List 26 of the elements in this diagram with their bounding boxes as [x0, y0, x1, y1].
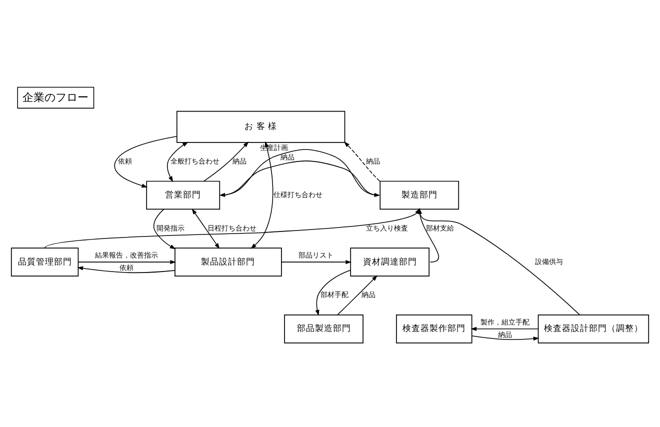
node-box: 検査器製作部門 [396, 314, 472, 344]
node-box: 部品製造部門 [284, 314, 364, 344]
node-box: 営業部門 [146, 180, 220, 210]
arrow [167, 142, 188, 182]
node-box: 製品設計部門 [174, 248, 282, 276]
diagram-title: 企業のフロー [22, 90, 88, 104]
arrow [77, 266, 176, 274]
arrow [153, 208, 176, 250]
arrow [337, 275, 378, 316]
arrow [114, 136, 178, 188]
arrow [418, 208, 580, 316]
arrow [344, 142, 380, 182]
arrow [418, 208, 439, 262]
node-box: 品質管理部門 [10, 248, 79, 276]
arrow [472, 336, 540, 341]
arrow [315, 270, 351, 316]
arrow [470, 326, 539, 331]
node-box: 検査器設計部門（調整） [538, 314, 650, 344]
arrow [281, 260, 352, 264]
node-box: お 客 様 [176, 110, 346, 143]
node-box: 資材調達部門 [350, 248, 430, 276]
arrow [203, 142, 249, 182]
arrow [192, 208, 220, 249]
arrow [78, 260, 176, 264]
node-box: 製造部門 [380, 180, 460, 210]
arrow [250, 141, 274, 249]
